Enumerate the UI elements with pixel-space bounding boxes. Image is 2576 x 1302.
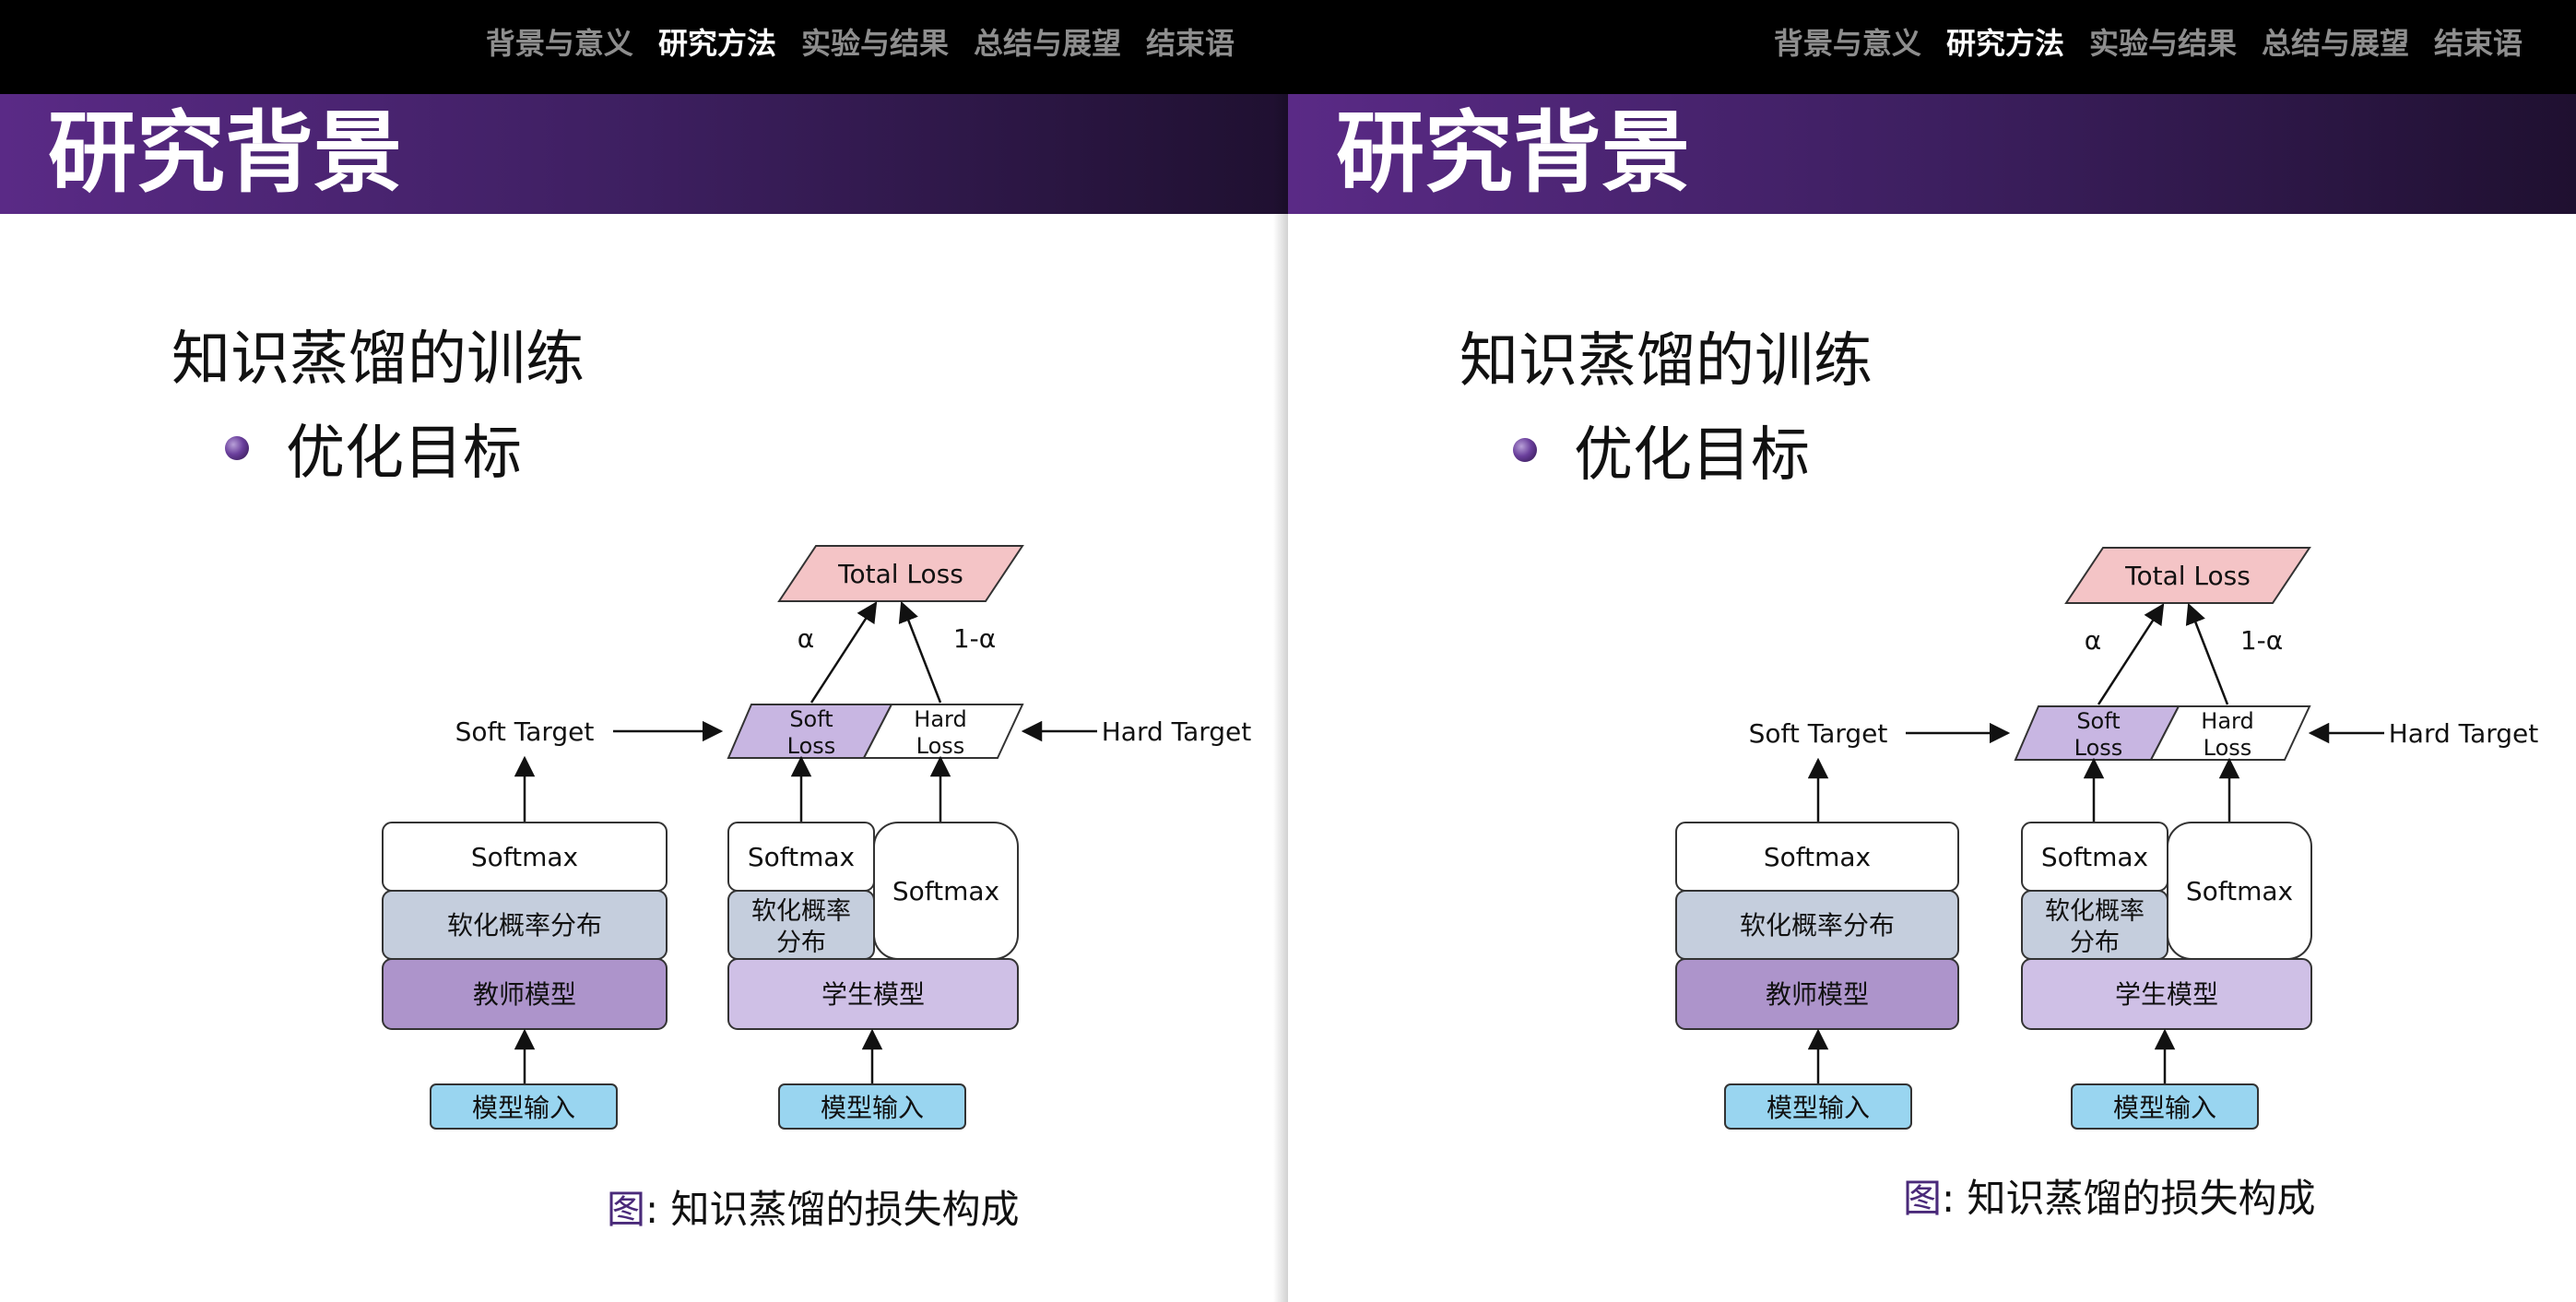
teacher-input-box	[430, 1083, 618, 1130]
student-softmax-large-label: Softmax	[2186, 876, 2293, 906]
section-heading: 知识蒸馏的训练	[1459, 327, 1873, 396]
bullet-dot-icon	[1513, 438, 1537, 462]
loss-diagram: Total Loss α 1-α Soft Loss Hard Loss Sof…	[382, 545, 1252, 1130]
caption-text: 知识蒸馏的损失构成	[1967, 1176, 2316, 1221]
soft-target-label: Soft Target	[1749, 718, 1888, 749]
teacher-softmax-label: Softmax	[1764, 842, 1871, 872]
student-model-label: 学生模型	[821, 979, 925, 1010]
nav-item-conclusion[interactable]: 结束语	[2433, 26, 2523, 61]
student-soft-dist-label-2: 分布	[2070, 929, 2120, 957]
one-minus-alpha-arrow	[2185, 602, 2229, 705]
nav-item-conclusion[interactable]: 结束语	[1145, 26, 1235, 61]
student-soft-dist-label-2: 分布	[776, 929, 826, 957]
one-minus-alpha-arrow	[898, 600, 942, 704]
total-loss-label: Total Loss	[2124, 561, 2251, 591]
nav-item-background[interactable]: 背景与意义	[485, 26, 633, 61]
nav-item-summary[interactable]: 总结与展望	[2261, 26, 2409, 61]
bullet-text: 优化目标	[286, 420, 522, 488]
total-loss-box	[777, 545, 1024, 602]
alpha-label: α	[2085, 625, 2101, 656]
slide-right: 背景与意义 研究方法 实验与结果 总结与展望 结束语 研究背景 知识蒸馏的训练 …	[1288, 0, 2576, 1302]
figure-caption: 图: 知识蒸馏的损失构成	[1903, 1173, 2316, 1225]
title-bar: 研究背景	[1288, 94, 2576, 214]
hard-loss-label-2: Loss	[2204, 735, 2252, 761]
soft-loss-label-1: Soft	[2076, 708, 2120, 734]
student-softmax-large-label: Softmax	[892, 876, 999, 906]
student-input-box	[778, 1083, 966, 1130]
header-bar: 背景与意义 研究方法 实验与结果 总结与展望 结束语	[0, 0, 1288, 94]
teacher-softmax-label: Softmax	[471, 842, 578, 872]
one-minus-alpha-label: 1-α	[953, 623, 996, 654]
alpha-arrow	[2097, 603, 2165, 705]
hard-loss-label-1: Hard	[2201, 708, 2253, 734]
slide-divider	[1273, 0, 1288, 1302]
student-model-label: 学生模型	[2115, 979, 2218, 1010]
nav-item-results[interactable]: 实验与结果	[800, 26, 949, 61]
total-loss-label: Total Loss	[837, 559, 963, 589]
nav-item-results[interactable]: 实验与结果	[2088, 26, 2237, 61]
caption-prefix: 图	[1903, 1176, 1943, 1221]
teacher-soft-dist-label: 软化概率分布	[1740, 910, 1895, 941]
student-input-label: 模型输入	[821, 1093, 924, 1123]
slide-title: 研究背景	[48, 101, 402, 205]
title-bar: 研究背景	[0, 94, 1288, 214]
hard-target-label: Hard Target	[1102, 716, 1252, 747]
hard-loss-box	[862, 704, 1024, 759]
teacher-soft-dist-label: 软化概率分布	[447, 910, 602, 941]
top-nav: 背景与意义 研究方法 实验与结果 总结与展望 结束语	[1774, 20, 2523, 63]
header-bar: 背景与意义 研究方法 实验与结果 总结与展望 结束语	[1288, 0, 2576, 94]
hard-loss-label-2: Loss	[916, 733, 965, 759]
teacher-model-label: 教师模型	[1766, 979, 1869, 1010]
soft-loss-label-2: Loss	[2074, 735, 2123, 761]
one-minus-alpha-label: 1-α	[2240, 625, 2283, 656]
figure-caption: 图: 知识蒸馏的损失构成	[607, 1184, 1020, 1236]
soft-loss-label-2: Loss	[787, 733, 836, 759]
bullet-item: 优化目标	[1513, 411, 1810, 490]
hard-loss-label-1: Hard	[914, 706, 966, 732]
student-soft-dist-label-1: 软化概率	[751, 897, 851, 926]
soft-loss-label-1: Soft	[789, 706, 833, 732]
hard-loss-box	[2149, 705, 2311, 761]
teacher-model-label: 教师模型	[473, 979, 576, 1010]
caption-text: 知识蒸馏的损失构成	[670, 1187, 1020, 1232]
top-nav: 背景与意义 研究方法 实验与结果 总结与展望 结束语	[486, 20, 1235, 63]
teacher-input-label: 模型输入	[472, 1093, 575, 1123]
student-softmax-small-label: Softmax	[748, 842, 855, 872]
alpha-arrow	[809, 601, 878, 704]
nav-item-summary[interactable]: 总结与展望	[973, 26, 1121, 61]
student-input-label: 模型输入	[2113, 1093, 2216, 1123]
alpha-label: α	[798, 623, 814, 654]
nav-item-background[interactable]: 背景与意义	[1773, 26, 1921, 61]
caption-prefix: 图	[607, 1187, 646, 1232]
bullet-dot-icon	[225, 436, 249, 460]
student-softmax-small-label: Softmax	[2041, 842, 2148, 872]
nav-item-method[interactable]: 研究方法	[1945, 26, 2064, 61]
soft-target-label: Soft Target	[455, 716, 595, 747]
section-heading: 知识蒸馏的训练	[171, 326, 585, 394]
caption-sep: :	[1942, 1176, 1956, 1221]
hard-target-label: Hard Target	[2389, 718, 2539, 749]
student-input-box	[2071, 1083, 2259, 1130]
slide-left: 背景与意义 研究方法 实验与结果 总结与展望 结束语 研究背景 知识蒸馏的训练 …	[0, 0, 1288, 1236]
caption-sep: :	[645, 1187, 659, 1232]
teacher-input-label: 模型输入	[1767, 1093, 1870, 1123]
slide-title: 研究背景	[1336, 101, 1690, 205]
teacher-input-box	[1724, 1083, 1912, 1130]
bullet-text: 优化目标	[1574, 421, 1810, 490]
student-soft-dist-label-1: 软化概率	[2045, 897, 2145, 926]
loss-diagram: Total Loss α 1-α Soft Loss Hard Loss Sof…	[1675, 547, 2539, 1130]
nav-item-method[interactable]: 研究方法	[657, 26, 776, 61]
total-loss-box	[2064, 547, 2311, 604]
bullet-item: 优化目标	[225, 409, 522, 488]
